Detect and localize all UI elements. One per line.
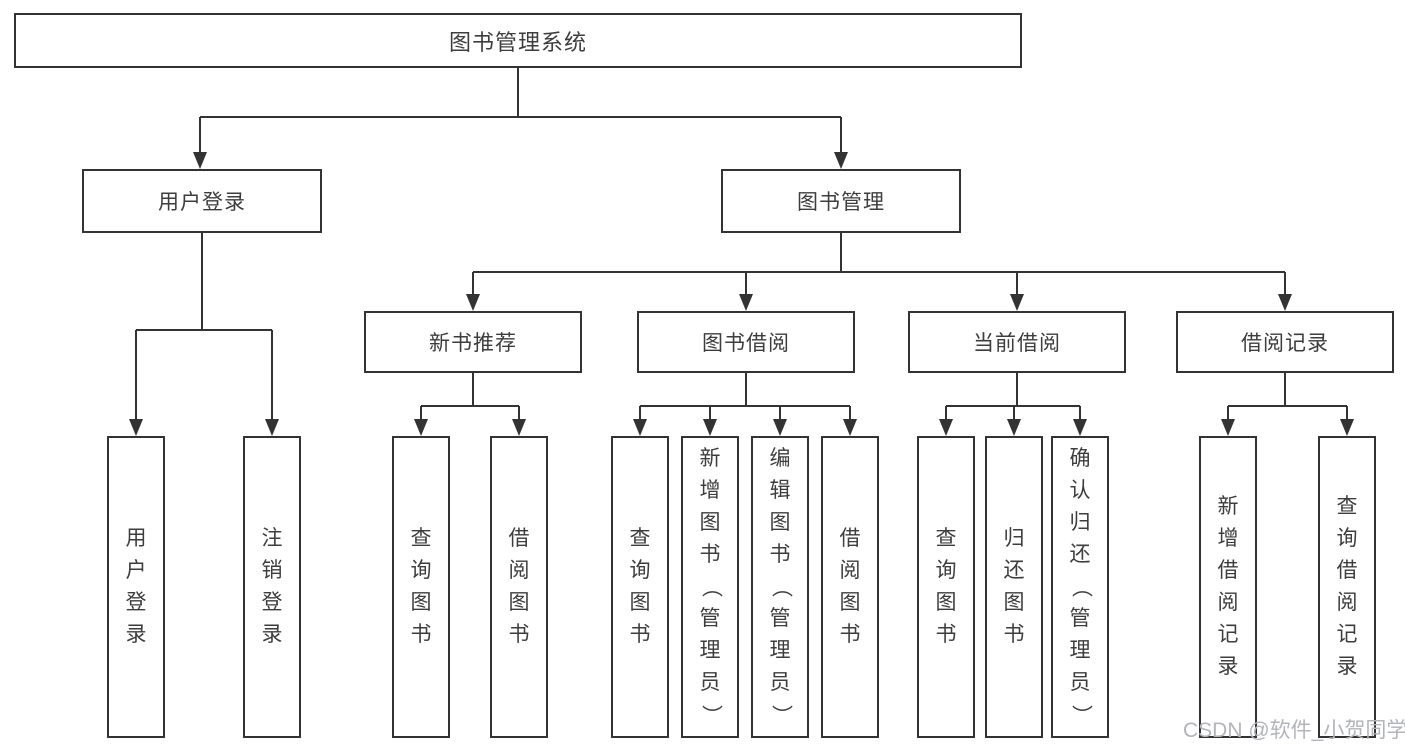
leaf-edit-book-admin: 编辑图书（管理员） (751, 436, 809, 738)
csdn-watermark: CSDN @软件_小贺同学 (1183, 719, 1405, 742)
leaf-query-borrow-record: 查询借阅记录 (1318, 436, 1376, 738)
leaf-add-book-admin: 新增图书（管理员） (681, 436, 739, 738)
leaf-query-books-current: 查询图书 (917, 436, 975, 738)
node-book-borrowing: 图书借阅 (637, 311, 855, 373)
leaf-borrow-books: 借阅图书 (821, 436, 879, 738)
node-book-management: 图书管理 (721, 169, 961, 233)
node-label: 新书推荐 (429, 332, 517, 355)
node-user-login: 用户登录 (82, 169, 322, 233)
node-borrowing-records: 借阅记录 (1176, 311, 1394, 373)
leaf-user-login: 用户登录 (107, 436, 165, 738)
node-label: 图书管理系统 (448, 29, 587, 55)
leaf-confirm-return-admin: 确认归还（管理员） (1051, 436, 1109, 738)
node-label: 借阅记录 (1241, 332, 1329, 355)
node-current-borrowing: 当前借阅 (908, 311, 1126, 373)
node-label: 当前借阅 (973, 332, 1061, 355)
leaf-query-books-recommend: 查询图书 (392, 436, 450, 738)
node-label: 图书管理 (797, 191, 885, 214)
leaf-add-borrow-record: 新增借阅记录 (1199, 436, 1257, 738)
leaf-logout: 注销登录 (243, 436, 301, 738)
node-new-book-recommend: 新书推荐 (364, 311, 582, 373)
leaf-borrow-books-recommend: 借阅图书 (490, 436, 548, 738)
leaf-query-books-borrow: 查询图书 (611, 436, 669, 738)
leaf-return-book: 归还图书 (985, 436, 1043, 738)
node-label: 用户登录 (158, 191, 246, 214)
node-label: 图书借阅 (702, 332, 790, 355)
node-library-management-system: 图书管理系统 (14, 13, 1022, 68)
